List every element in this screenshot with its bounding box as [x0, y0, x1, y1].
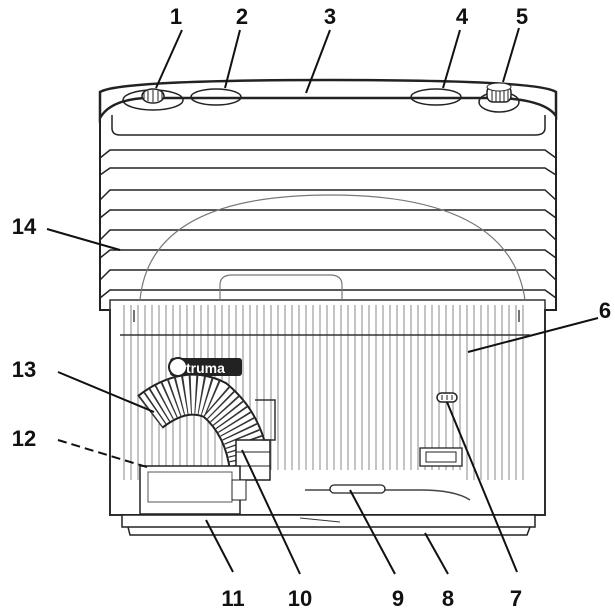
louvres: [99, 149, 557, 322]
exhaust-hose: [137, 373, 276, 481]
leader-lines: [46, 27, 599, 575]
control-unit: [139, 465, 247, 525]
top-controls: [122, 82, 520, 113]
left-knob: [122, 88, 184, 111]
callout-12: 12: [12, 426, 36, 451]
callout-9: 9: [392, 586, 404, 611]
callout-8: 8: [442, 586, 454, 611]
callout-numbers: 1 2 3 4 5 6 7 8 9 10 11 12 13 14: [12, 4, 611, 611]
truma-logo: truma: [168, 357, 242, 377]
callout-3: 3: [324, 4, 336, 29]
callout-11: 11: [221, 586, 244, 611]
truma-logo-text: truma: [186, 360, 225, 376]
right-oval-cover: [410, 88, 462, 106]
callout-6: 6: [599, 298, 611, 323]
ignition-cable: [305, 484, 471, 501]
inspection-slot: [436, 392, 458, 403]
left-oval-cover: [190, 88, 242, 106]
callout-14: 14: [12, 214, 37, 239]
callout-2: 2: [236, 4, 248, 29]
callout-5: 5: [516, 4, 528, 29]
base-plate: [121, 514, 536, 536]
callout-10: 10: [288, 586, 312, 611]
callout-1: 1: [170, 4, 182, 29]
right-bracket: [419, 447, 463, 467]
callout-7: 7: [510, 586, 522, 611]
callout-4: 4: [456, 4, 469, 29]
right-knob: [478, 82, 520, 113]
callout-13: 13: [12, 357, 36, 382]
